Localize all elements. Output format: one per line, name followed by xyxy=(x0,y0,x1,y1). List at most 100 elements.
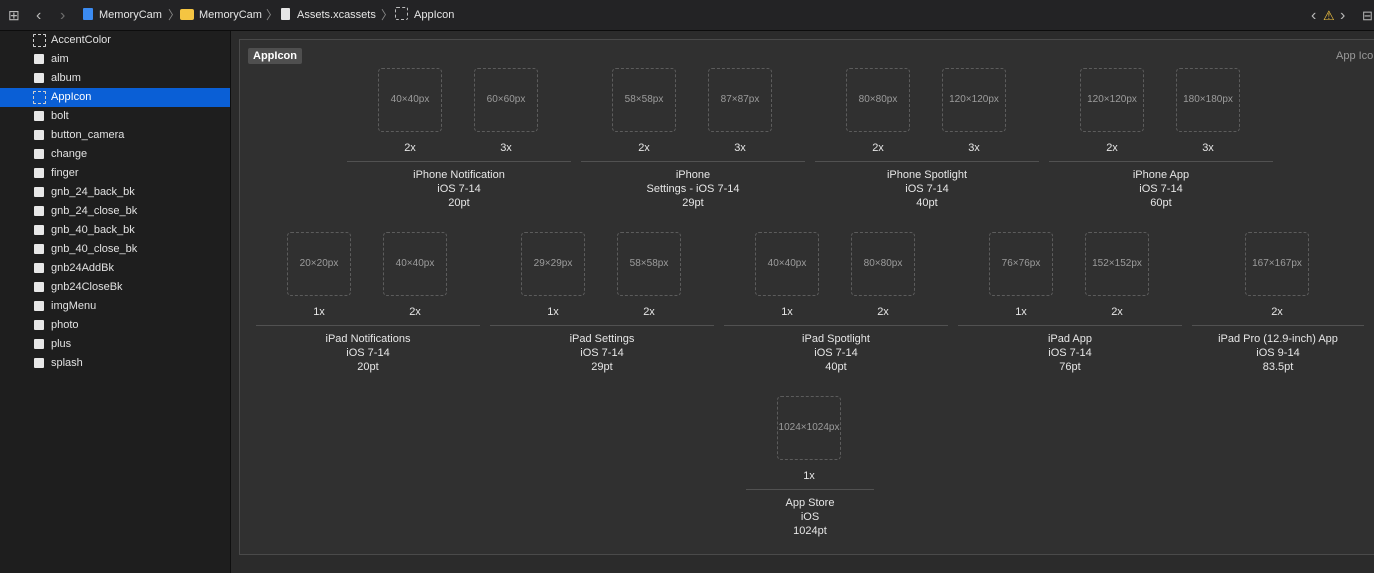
sidebar-item[interactable]: album xyxy=(0,69,230,88)
sidebar-item[interactable]: AppIcon xyxy=(0,88,230,107)
previous-issue-chevron-icon[interactable]: ‹ xyxy=(1311,7,1317,24)
slot-group-detail: 40pt xyxy=(825,361,847,373)
image-icon xyxy=(34,244,44,254)
slot-group-detail: 76pt xyxy=(1059,361,1081,373)
scale-label: 3x xyxy=(968,142,980,154)
warning-icon[interactable]: ⚠ xyxy=(1323,8,1335,23)
scale-label: 2x xyxy=(1111,306,1123,318)
sidebar-item-label: change xyxy=(51,148,88,160)
sidebar-item[interactable]: gnb24CloseBk xyxy=(0,278,230,297)
slot-group-title: iPhone xyxy=(675,169,711,181)
icon-slot[interactable]: 20×20px xyxy=(287,232,351,296)
icon-slot[interactable]: 120×120px xyxy=(942,68,1006,132)
folder-icon xyxy=(180,9,194,20)
image-icon xyxy=(34,282,44,292)
sidebar-item[interactable]: imgMenu xyxy=(0,297,230,316)
image-icon xyxy=(34,168,44,178)
scale-label: 2x xyxy=(872,142,884,154)
image-icon xyxy=(34,225,44,235)
icon-slot[interactable]: 1024×1024px xyxy=(777,396,841,460)
sidebar-item[interactable]: button_camera xyxy=(0,126,230,145)
sidebar-item-label: gnb24AddBk xyxy=(51,262,114,274)
icon-slot[interactable]: 58×58px xyxy=(612,68,676,132)
sidebar-item[interactable]: plus xyxy=(0,335,230,354)
icon-slot[interactable]: 40×40px xyxy=(378,68,442,132)
breadcrumb-separator: 〉 xyxy=(266,8,279,22)
slot-group-detail: Settings - iOS 7-14 xyxy=(646,183,740,195)
icon-slot[interactable]: 40×40px xyxy=(755,232,819,296)
slot-group-detail: iOS 9-14 xyxy=(1256,347,1300,359)
forward-chevron-icon[interactable]: › xyxy=(60,7,66,24)
sidebar-item[interactable]: gnb_40_back_bk xyxy=(0,221,230,240)
sidebar-item[interactable]: gnb_40_close_bk xyxy=(0,240,230,259)
breadcrumb-group[interactable]: MemoryCam xyxy=(180,0,262,31)
sidebar-item-label: gnb_24_close_bk xyxy=(51,205,138,217)
breadcrumb-asset-catalog[interactable]: Assets.xcassets xyxy=(281,0,376,31)
image-icon xyxy=(34,149,44,159)
scale-label: 3x xyxy=(500,142,512,154)
slot-group-title: App Store xyxy=(785,497,835,509)
icon-slot[interactable]: 76×76px xyxy=(989,232,1053,296)
group-divider xyxy=(1049,161,1273,162)
sidebar-item[interactable]: gnb_24_close_bk xyxy=(0,202,230,221)
icon-slot[interactable]: 152×152px xyxy=(1085,232,1149,296)
scale-label: 3x xyxy=(1202,142,1214,154)
sidebar-item[interactable]: bolt xyxy=(0,107,230,126)
slot-group-title: iPad Spotlight xyxy=(802,333,870,345)
sidebar-item[interactable]: change xyxy=(0,145,230,164)
icon-slot[interactable]: 40×40px xyxy=(383,232,447,296)
sidebar-item[interactable]: AccentColor xyxy=(0,31,230,50)
group-divider xyxy=(1192,325,1364,326)
slot-group-detail: 20pt xyxy=(448,197,470,209)
sidebar-item[interactable]: splash xyxy=(0,354,230,373)
icon-slot[interactable]: 29×29px xyxy=(521,232,585,296)
icon-slot[interactable]: 58×58px xyxy=(617,232,681,296)
back-chevron-icon[interactable]: ‹ xyxy=(36,7,42,24)
scale-label: 1x xyxy=(781,306,793,318)
icon-slot[interactable]: 167×167px xyxy=(1245,232,1309,296)
slot-group-title: iPhone Spotlight xyxy=(886,169,968,181)
sidebar-item-label: bolt xyxy=(51,110,69,122)
group-divider xyxy=(347,161,571,162)
icon-slot[interactable]: 80×80px xyxy=(846,68,910,132)
slot-group-detail: iOS 7-14 xyxy=(346,347,390,359)
image-icon xyxy=(34,358,44,368)
related-items-grid-icon[interactable]: ⊞ xyxy=(8,7,20,23)
icon-slot[interactable]: 120×120px xyxy=(1080,68,1144,132)
icon-slot[interactable]: 87×87px xyxy=(708,68,772,132)
slot-group-detail: 60pt xyxy=(1150,197,1172,209)
image-icon xyxy=(34,320,44,330)
image-icon xyxy=(34,73,44,83)
image-icon xyxy=(34,263,44,273)
slot-group-title: iPad Pro (12.9-inch) App xyxy=(1218,333,1338,345)
slot-group-detail: 29pt xyxy=(591,361,613,373)
sidebar-item-label: button_camera xyxy=(51,129,125,141)
color-set-icon xyxy=(33,34,46,47)
next-issue-chevron-icon[interactable]: › xyxy=(1340,7,1346,24)
icon-slot[interactable]: 60×60px xyxy=(474,68,538,132)
group-divider xyxy=(958,325,1182,326)
sidebar-item[interactable]: finger xyxy=(0,164,230,183)
group-divider xyxy=(490,325,714,326)
image-icon xyxy=(34,130,44,140)
breadcrumb-project[interactable]: MemoryCam xyxy=(83,0,162,31)
slot-group-detail: iOS 7-14 xyxy=(1048,347,1092,359)
sidebar-item-label: photo xyxy=(51,319,79,331)
group-divider xyxy=(815,161,1039,162)
sidebar-item[interactable]: photo xyxy=(0,316,230,335)
scale-label: 2x xyxy=(638,142,650,154)
sidebar-item[interactable]: gnb_24_back_bk xyxy=(0,183,230,202)
sidebar-item-label: aim xyxy=(51,53,69,65)
image-icon xyxy=(34,339,44,349)
add-editor-icon[interactable]: ⊟ xyxy=(1362,8,1373,23)
app-icon-set-icon xyxy=(395,7,408,20)
appicon-set-panel: AppIcon App Icon 40×40px2x60×60px3xiPhon… xyxy=(239,39,1374,555)
sidebar-item[interactable]: aim xyxy=(0,50,230,69)
breadcrumb-appicon[interactable]: AppIcon xyxy=(395,0,454,31)
set-name-tag[interactable]: AppIcon xyxy=(248,48,302,64)
slot-group-detail: iOS 7-14 xyxy=(905,183,949,195)
icon-slot[interactable]: 180×180px xyxy=(1176,68,1240,132)
icon-slot[interactable]: 80×80px xyxy=(851,232,915,296)
sidebar-item[interactable]: gnb24AddBk xyxy=(0,259,230,278)
